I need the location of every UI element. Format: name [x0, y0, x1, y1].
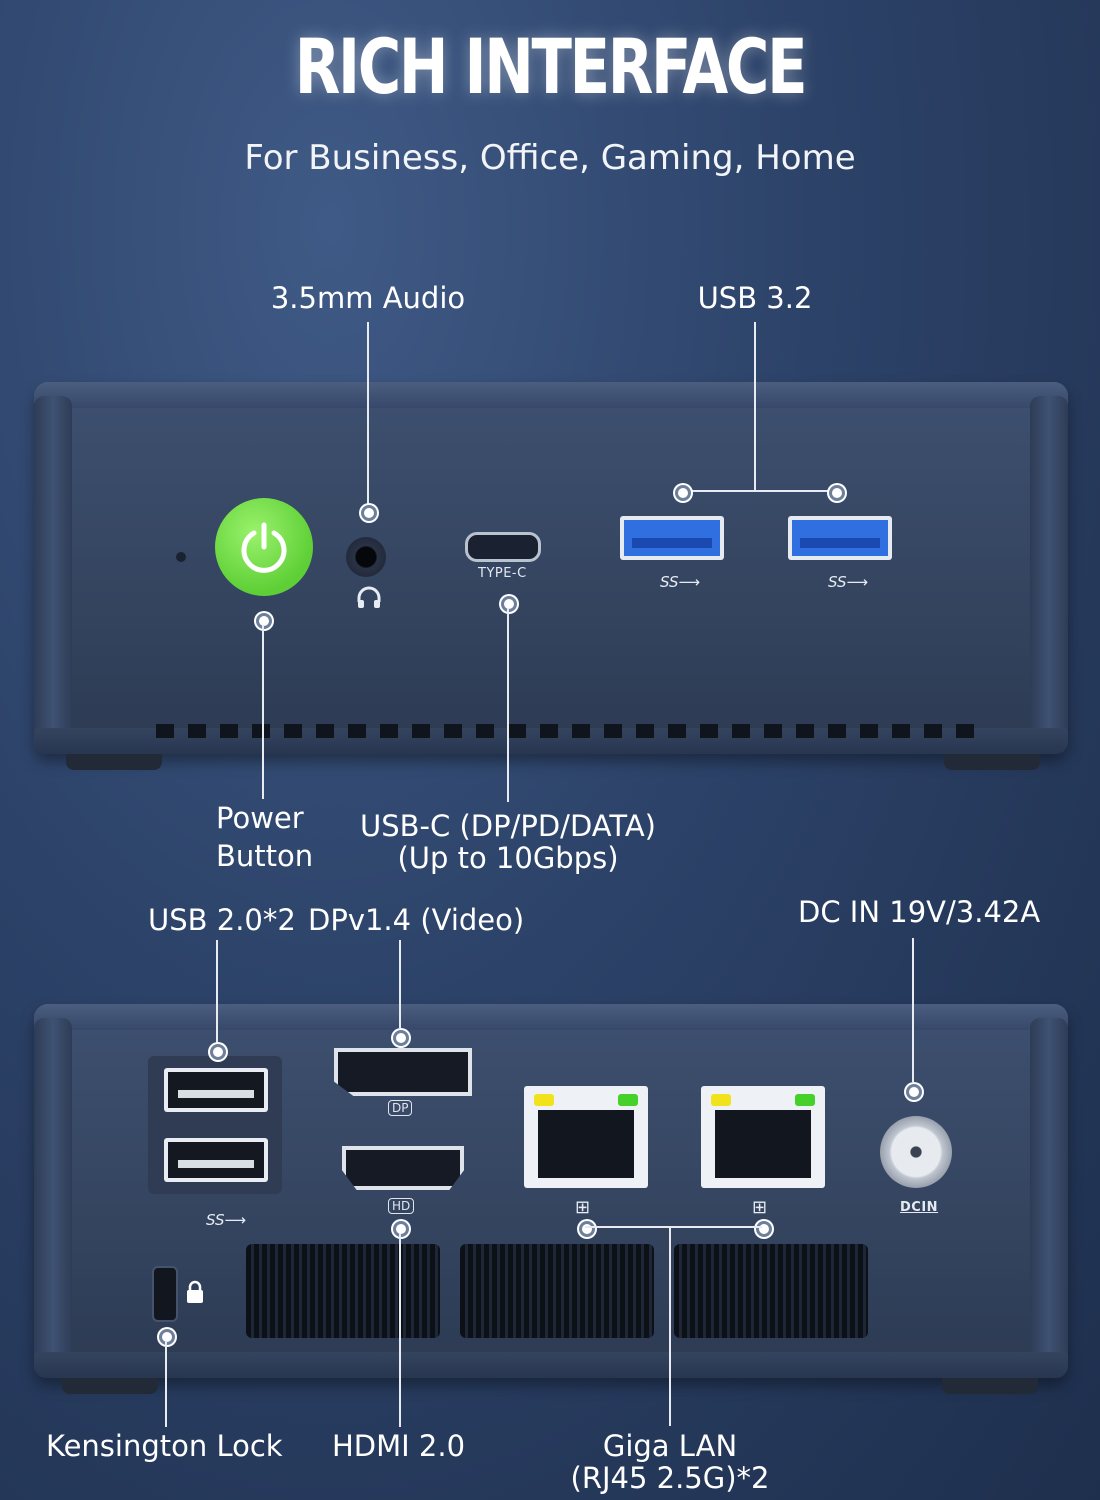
audio-jack[interactable] — [346, 537, 386, 577]
device-top-lip — [34, 1004, 1068, 1030]
headphone-icon — [357, 586, 381, 608]
power-leader-line — [262, 625, 264, 799]
lan-label-line1: Giga LAN — [602, 1429, 738, 1463]
dcin-caption: DCIN — [900, 1200, 939, 1215]
lan-bracket-line — [585, 1226, 762, 1228]
power-icon — [241, 522, 287, 573]
power-button[interactable] — [215, 498, 313, 596]
lan-label-line2: (RJ45 2.5G)*2 — [570, 1461, 770, 1495]
dc-leader-line — [912, 938, 914, 1082]
power-label-line1: Power — [216, 801, 304, 835]
network-icon: ⊞ — [752, 1197, 768, 1218]
usb20-leader-line — [216, 940, 218, 1044]
lan-led-green — [618, 1094, 638, 1106]
kensington-lock-slot[interactable] — [152, 1266, 178, 1322]
kensington-callout-dot — [159, 1329, 175, 1345]
usb32-callout-dot-1 — [675, 485, 691, 501]
lan-led-yellow — [711, 1094, 731, 1106]
usb32-leader-line — [754, 322, 756, 492]
lock-icon — [187, 1280, 203, 1303]
page-title: RICH INTERFACE — [294, 22, 808, 111]
audio-label: 3.5mm Audio — [270, 281, 466, 315]
dp-caption: DP — [388, 1100, 413, 1116]
superspeed-usb-icon: SS⟶ — [660, 573, 701, 591]
vent-grille-3 — [674, 1244, 868, 1338]
usb2-port-1[interactable] — [164, 1068, 268, 1112]
front-panel-device — [34, 382, 1068, 754]
usb32-callout-dot-2 — [829, 485, 845, 501]
page-subtitle: For Business, Office, Gaming, Home — [244, 138, 856, 178]
usbc-label-line1: USB-C (DP/PD/DATA) — [360, 809, 656, 843]
status-led — [176, 552, 186, 562]
front-vents — [156, 724, 974, 738]
superspeed-usb-icon: SS⟶ — [206, 1211, 247, 1229]
lan-callout-dot-1 — [579, 1221, 595, 1237]
usb32-label: USB 3.2 — [697, 281, 813, 315]
hdmi-leader-line — [399, 1233, 401, 1427]
lan-port-1[interactable] — [524, 1086, 648, 1188]
hd-caption: HD — [388, 1198, 415, 1214]
audio-callout-dot — [361, 505, 377, 521]
lan-callout-dot-2 — [756, 1221, 772, 1237]
dp-callout-dot — [393, 1030, 409, 1046]
vent-grille-2 — [460, 1244, 654, 1338]
usb3-port-2[interactable] — [788, 516, 892, 560]
lan-leader-line — [669, 1226, 671, 1426]
dp-label: DPv1.4 (Video) — [308, 903, 525, 937]
device-left-side — [34, 396, 72, 740]
usbc-label-line2: (Up to 10Gbps) — [397, 841, 619, 875]
typec-caption: TYPE-C — [478, 566, 527, 581]
lan-led-green — [795, 1094, 815, 1106]
usb20-label: USB 2.0*2 — [148, 903, 296, 937]
hdmi-label: HDMI 2.0 — [332, 1429, 466, 1463]
audio-leader-line — [367, 322, 369, 512]
dc-callout-dot — [906, 1084, 922, 1100]
device-right-side — [1030, 396, 1068, 740]
usb3-port-1[interactable] — [620, 516, 724, 560]
hdmi-callout-dot — [393, 1221, 409, 1237]
dc-in-port[interactable] — [880, 1116, 952, 1188]
network-icon: ⊞ — [575, 1197, 591, 1218]
rear-foot-left — [62, 1378, 158, 1394]
usb20-callout-dot — [210, 1044, 226, 1060]
kensington-leader-line — [165, 1341, 167, 1427]
dc-label: DC IN 19V/3.42A — [798, 895, 1041, 929]
front-foot-right — [944, 754, 1040, 770]
device-right-side — [1030, 1018, 1068, 1364]
superspeed-usb-icon: SS⟶ — [828, 573, 869, 591]
vent-grille-1 — [246, 1244, 440, 1338]
device-top-lip — [34, 382, 1068, 408]
front-foot-left — [66, 754, 162, 770]
device-left-side — [34, 1018, 72, 1364]
hdmi-port[interactable] — [342, 1146, 464, 1190]
power-label-line2: Button — [216, 839, 314, 873]
lan-led-yellow — [534, 1094, 554, 1106]
power-callout-dot — [256, 613, 272, 629]
kensington-label: Kensington Lock — [46, 1429, 283, 1463]
usb32-bracket-line — [681, 490, 835, 492]
usb2-port-2[interactable] — [164, 1138, 268, 1182]
rear-foot-right — [942, 1378, 1038, 1394]
dp-leader-line — [399, 940, 401, 1028]
device-bottom-lip — [34, 1352, 1068, 1378]
usbc-callout-dot — [501, 596, 517, 612]
displayport-port[interactable] — [334, 1048, 472, 1096]
lan-port-2[interactable] — [701, 1086, 825, 1188]
usbc-leader-line — [507, 608, 509, 802]
usb-c-port[interactable] — [465, 532, 541, 562]
